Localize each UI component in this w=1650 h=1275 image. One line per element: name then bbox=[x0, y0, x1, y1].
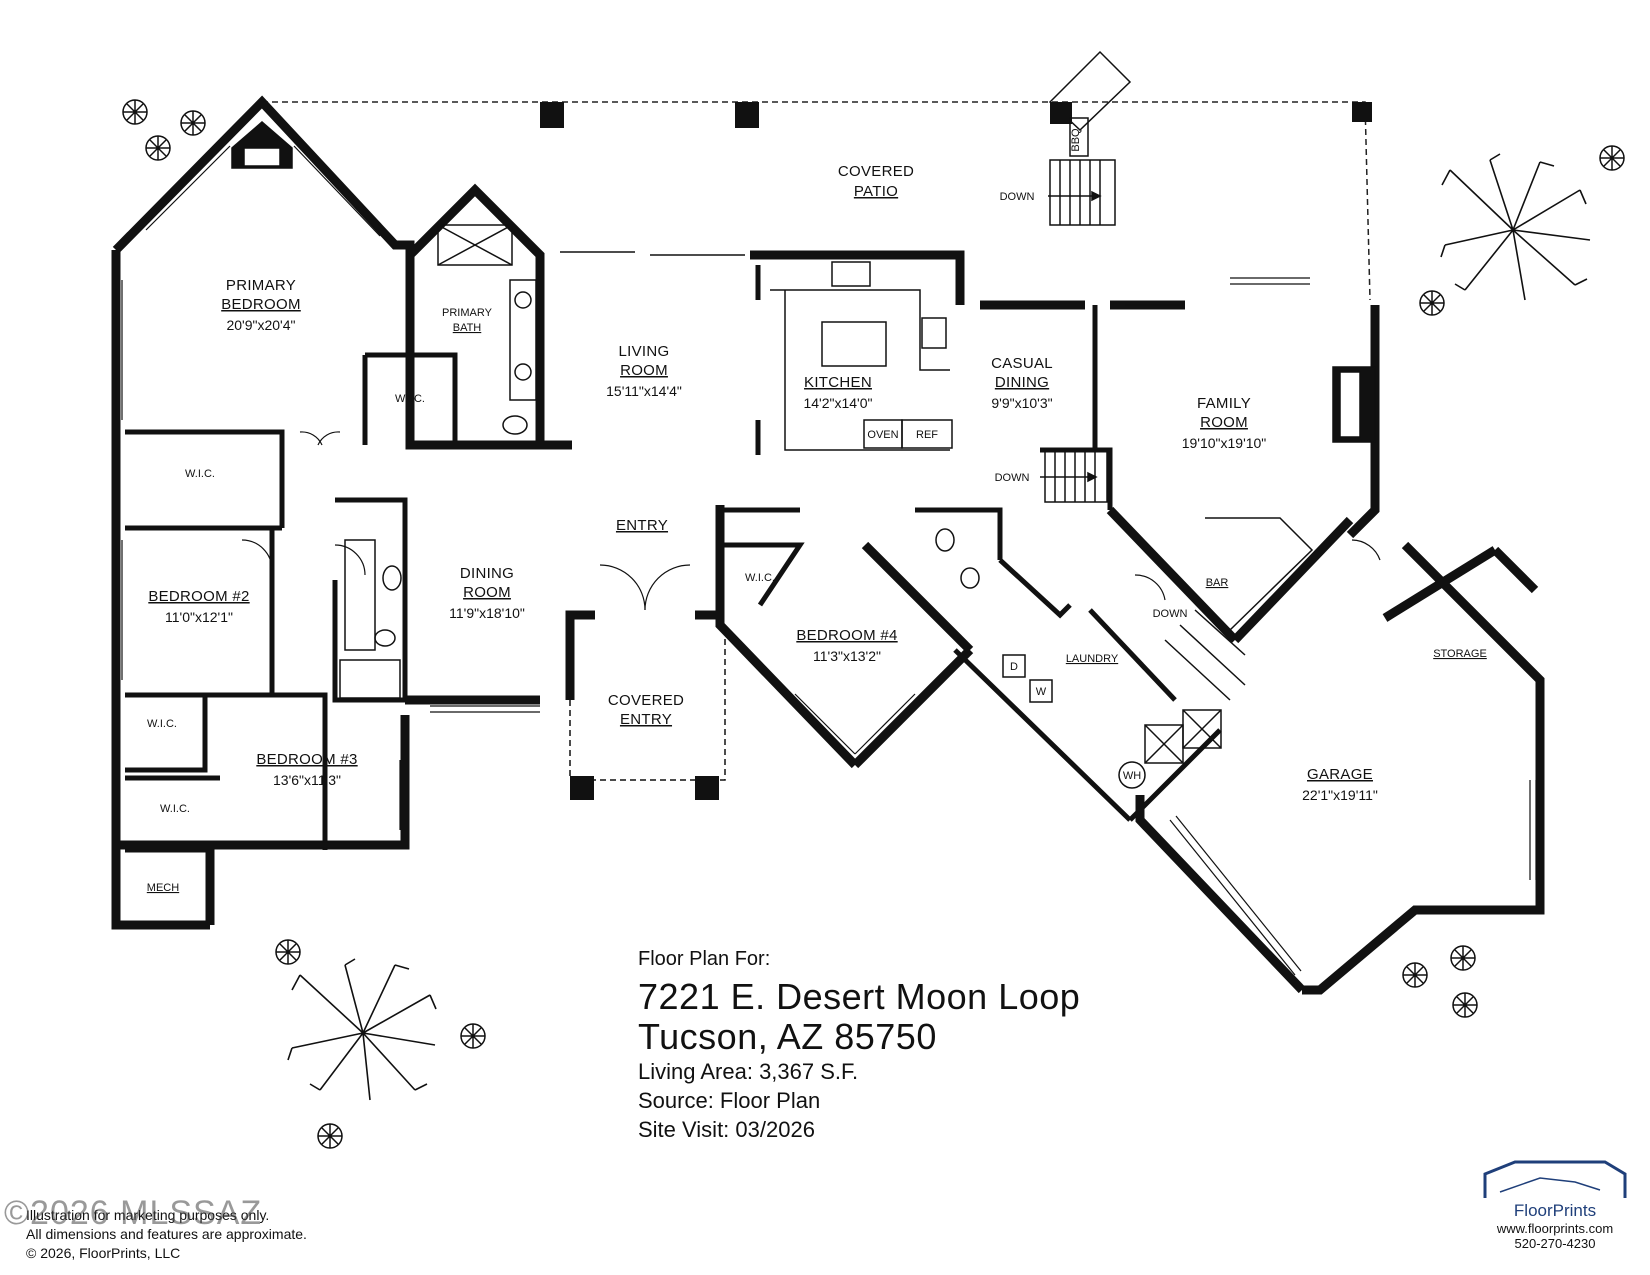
interior-walls bbox=[125, 265, 1222, 853]
bedroom4-label: BEDROOM #4 bbox=[796, 627, 897, 644]
bar-label: BAR bbox=[1206, 577, 1229, 589]
primary-bath-label-2: BATH bbox=[453, 322, 482, 334]
down-label-family: DOWN bbox=[995, 472, 1030, 484]
casual-dining-label-2: DINING bbox=[995, 374, 1049, 391]
door-swings bbox=[241, 431, 1381, 611]
mech-label: MECH bbox=[147, 882, 179, 894]
casual-dining-label-1: CASUAL bbox=[991, 355, 1053, 372]
covered-entry-label-2: ENTRY bbox=[620, 711, 672, 728]
family-room-label-1: FAMILY bbox=[1197, 395, 1251, 412]
brand-name: FloorPrints bbox=[1513, 1201, 1597, 1220]
bedroom3-label: BEDROOM #3 bbox=[256, 751, 357, 768]
living-room-dim: 15'11"x14'4" bbox=[606, 383, 682, 399]
family-room-dim: 19'10"x19'10" bbox=[1182, 435, 1267, 451]
exterior-walls bbox=[111, 95, 1545, 995]
fixtures bbox=[231, 50, 1376, 789]
address-line-1: 7221 E. Desert Moon Loop bbox=[638, 976, 1081, 1017]
family-room-label-2: ROOM bbox=[1200, 414, 1248, 431]
windows bbox=[115, 139, 1537, 976]
living-area: Living Area: 3,367 S.F. bbox=[638, 1059, 859, 1084]
disclaimer: Illustration for marketing purposes only… bbox=[26, 1206, 307, 1263]
wic-label-bedroom3b: W.I.C. bbox=[160, 803, 190, 815]
disclaimer-line-1: Illustration for marketing purposes only… bbox=[26, 1207, 270, 1223]
patio-columns bbox=[540, 102, 1372, 128]
primary-bedroom-dim: 20'9"x20'4" bbox=[226, 317, 295, 333]
garage-label: GARAGE bbox=[1307, 766, 1373, 783]
address-line-2: Tucson, AZ 85750 bbox=[638, 1016, 937, 1057]
entry-columns bbox=[570, 776, 719, 800]
ref-label: REF bbox=[916, 429, 938, 441]
primary-bath-label-1: PRIMARY bbox=[442, 307, 493, 319]
house-logo-icon bbox=[1483, 1160, 1627, 1198]
kitchen-label: KITCHEN bbox=[804, 374, 872, 391]
property-info: Floor Plan For: 7221 E. Desert Moon Loop… bbox=[638, 948, 1080, 1144]
living-room-label-1: LIVING bbox=[619, 343, 670, 360]
brand-phone: 520-270-4230 bbox=[1514, 1236, 1596, 1251]
storage-label: STORAGE bbox=[1433, 648, 1487, 660]
entry-label: ENTRY bbox=[616, 517, 668, 534]
down-label-patio: DOWN bbox=[1000, 191, 1035, 203]
bedroom4-dim: 11'3"x13'2" bbox=[813, 648, 881, 664]
bedroom2-label: BEDROOM #2 bbox=[148, 588, 249, 605]
primary-bedroom-label-2: BEDROOM bbox=[221, 296, 301, 313]
wic-label-primary: W.I.C. bbox=[395, 393, 425, 405]
room-labels: COVERED PATIO PRIMARY BEDROOM 20'9"x20'4… bbox=[147, 128, 1487, 894]
primary-bedroom-label-1: PRIMARY bbox=[226, 277, 296, 294]
dining-room-label-1: DINING bbox=[460, 565, 514, 582]
wic-label-bedroom3a: W.I.C. bbox=[147, 718, 177, 730]
floor-plan-for-label: Floor Plan For: bbox=[638, 948, 771, 970]
washer-label: W bbox=[1036, 686, 1047, 698]
dryer-label: D bbox=[1010, 661, 1018, 673]
bedroom2-dim: 11'0"x12'1" bbox=[165, 609, 233, 625]
water-heater-label: WH bbox=[1123, 770, 1141, 782]
laundry-label: LAUNDRY bbox=[1066, 653, 1119, 665]
kitchen-dim: 14'2"x14'0" bbox=[803, 395, 872, 411]
covered-patio-label-1: COVERED bbox=[838, 163, 914, 180]
dining-room-dim: 11'9"x18'10" bbox=[449, 605, 525, 621]
mls-watermark: ©2026 MLSSAZ bbox=[4, 1194, 263, 1232]
down-label-garage: DOWN bbox=[1153, 608, 1188, 620]
floorprints-brand: FloorPrints www.floorprints.com 520-270-… bbox=[1470, 1160, 1640, 1251]
covered-entry-label-1: COVERED bbox=[608, 692, 684, 709]
dining-room-label-2: ROOM bbox=[463, 584, 511, 601]
covered-patio-label-2: PATIO bbox=[854, 183, 898, 200]
landscape-trees bbox=[287, 153, 1591, 1101]
site-visit: Site Visit: 03/2026 bbox=[638, 1117, 815, 1142]
brand-website[interactable]: www.floorprints.com bbox=[1496, 1221, 1614, 1236]
bedroom3-dim: 13'6"x11'3" bbox=[273, 772, 341, 788]
sliding-doors bbox=[560, 251, 1180, 306]
covered-patio-outline bbox=[262, 101, 1371, 301]
disclaimer-line-3: © 2026, FloorPrints, LLC bbox=[26, 1245, 181, 1261]
casual-dining-dim: 9'9"x10'3" bbox=[991, 395, 1052, 411]
oven-label: OVEN bbox=[867, 429, 898, 441]
landscape-shrubs bbox=[122, 99, 1625, 1149]
garage-dim: 22'1"x19'11" bbox=[1302, 787, 1378, 803]
wic-label-bedroom4: W.I.C. bbox=[745, 572, 775, 584]
disclaimer-line-2: All dimensions and features are approxim… bbox=[26, 1226, 307, 1242]
living-room-label-2: ROOM bbox=[620, 362, 668, 379]
wic-label-closet: W.I.C. bbox=[185, 468, 215, 480]
source: Source: Floor Plan bbox=[638, 1088, 821, 1113]
bbq-label: BBQ bbox=[1070, 128, 1082, 152]
